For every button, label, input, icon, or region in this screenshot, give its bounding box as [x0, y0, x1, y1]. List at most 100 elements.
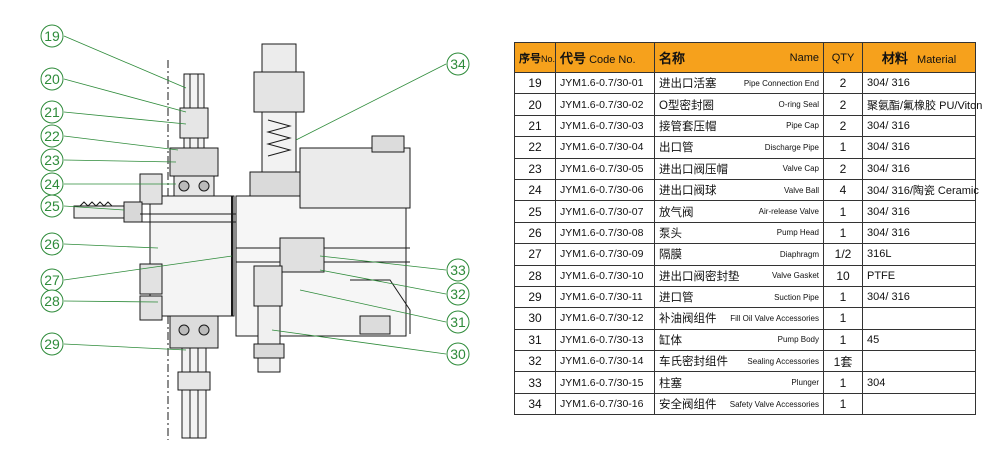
callout-20: 20	[40, 67, 64, 91]
cell-name-zh: 出口管	[659, 142, 694, 155]
header-qty: QTY	[823, 42, 863, 73]
cell-name: 进口管 Suction Pipe	[654, 285, 824, 309]
cell-qty: 2	[823, 93, 863, 116]
cell-name-zh: 进出口活塞	[659, 78, 717, 91]
cell-qty: 10	[823, 264, 863, 287]
cell-code: JYM1.6-0.7/30-08	[555, 221, 655, 245]
cell-code: JYM1.6-0.7/30-16	[555, 392, 655, 416]
cell-name-en: Sealing Accessories	[747, 356, 819, 366]
cell-material: 304/ 316	[862, 221, 976, 245]
cell-material: 304/ 316	[862, 136, 976, 159]
cell-qty: 1	[823, 328, 863, 352]
svg-text:20: 20	[44, 71, 60, 87]
callout-23: 23	[40, 148, 64, 172]
svg-text:34: 34	[450, 56, 466, 72]
cell-material: 304/ 316	[862, 285, 976, 309]
cell-qty: 1	[823, 285, 863, 309]
callout-30: 30	[446, 342, 470, 366]
cell-qty: 1	[823, 392, 863, 416]
cell-name-zh: 安全阀组件	[659, 399, 717, 412]
cell-name: 进出口阀球 Valve Ball	[654, 178, 824, 202]
svg-text:30: 30	[450, 346, 466, 362]
cell-name-en: Suction Pipe	[774, 292, 819, 302]
cell-code: JYM1.6-0.7/30-05	[555, 157, 655, 180]
cell-name-zh: 进口管	[659, 292, 694, 305]
cell-no: 33	[514, 371, 556, 394]
cell-material: PTFE	[862, 264, 976, 287]
cell-name-en: Pump Head	[776, 228, 819, 238]
cell-code: JYM1.6-0.7/30-15	[555, 371, 655, 394]
svg-text:25: 25	[44, 198, 60, 214]
svg-text:28: 28	[44, 293, 60, 309]
cell-no: 26	[514, 221, 556, 245]
cell-qty: 1	[823, 200, 863, 223]
cell-qty: 1	[823, 307, 863, 330]
callout-33: 33	[446, 258, 470, 282]
cell-name-en: Valve Ball	[784, 185, 819, 195]
cell-qty: 1	[823, 136, 863, 159]
cell-qty: 2	[823, 114, 863, 138]
cell-no: 31	[514, 328, 556, 352]
cell-material	[862, 350, 976, 373]
cell-no: 30	[514, 307, 556, 330]
callout-34: 34	[446, 52, 470, 76]
cell-code: JYM1.6-0.7/30-03	[555, 114, 655, 138]
cell-name-en: Pipe Connection End	[743, 78, 819, 88]
cell-code: JYM1.6-0.7/30-01	[555, 71, 655, 95]
cell-material: 316L	[862, 243, 976, 266]
cell-name-en: Air-release Valve	[758, 207, 819, 217]
header-no: 序号No.	[514, 42, 556, 73]
cell-code: JYM1.6-0.7/30-06	[555, 178, 655, 202]
cell-qty: 1套	[823, 350, 863, 373]
cell-no: 25	[514, 200, 556, 223]
cell-qty: 2	[823, 71, 863, 95]
cell-code: JYM1.6-0.7/30-04	[555, 136, 655, 159]
cell-name-en: Safety Valve Accessories	[729, 399, 819, 409]
cell-material: 304	[862, 371, 976, 394]
callout-27: 27	[40, 268, 64, 292]
svg-text:23: 23	[44, 152, 60, 168]
cell-code: JYM1.6-0.7/30-10	[555, 264, 655, 287]
pump-cross-section-drawing: 19 20 21 22 23 24 25 26 27 28 29 30 31 3…	[40, 24, 470, 440]
cell-name-zh: 进出口阀压帽	[659, 163, 728, 176]
cell-no: 24	[514, 178, 556, 202]
callout-19: 19	[40, 24, 64, 48]
cell-name-en: Diaphragm	[779, 249, 819, 259]
cell-no: 19	[514, 71, 556, 95]
cell-material: 聚氨酯/氟橡胶 PU/Viton	[862, 93, 982, 116]
cell-material: 304/ 316	[862, 114, 976, 138]
cell-name-zh: 进出口阀密封垫	[659, 270, 740, 283]
cell-qty: 1	[823, 221, 863, 245]
cell-name-en: O-ring Seal	[778, 100, 819, 110]
cell-code: JYM1.6-0.7/30-09	[555, 243, 655, 266]
callout-28: 28	[40, 289, 64, 313]
svg-text:21: 21	[44, 104, 60, 120]
callout-31: 31	[446, 310, 470, 334]
cell-name-zh: 补油阀组件	[659, 313, 717, 326]
cell-qty: 4	[823, 178, 863, 202]
callout-22: 22	[40, 124, 64, 148]
cell-no: 34	[514, 392, 556, 416]
cell-code: JYM1.6-0.7/30-14	[555, 350, 655, 373]
cell-name-zh: 进出口阀球	[659, 185, 717, 198]
